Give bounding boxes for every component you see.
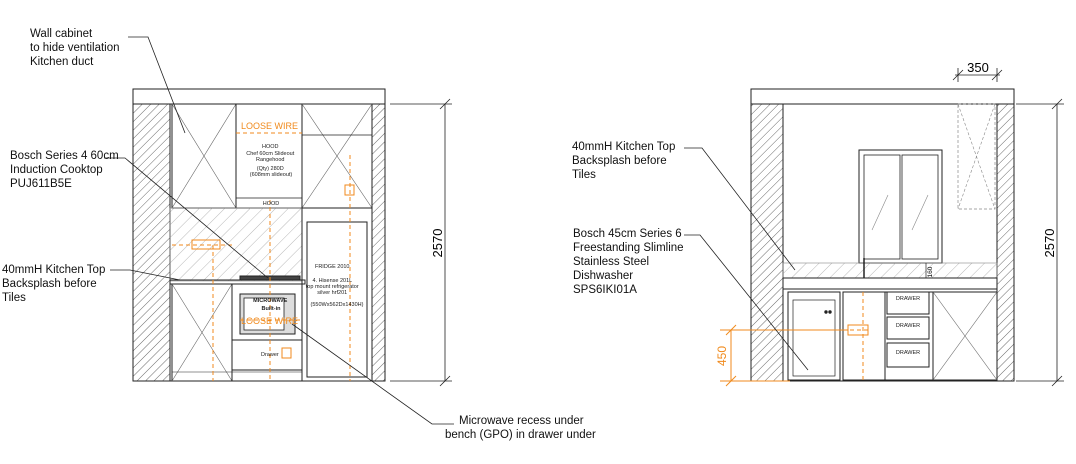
dishwasher-note-line: Dishwasher	[573, 270, 633, 282]
microwave-text-line: MICROWAVE	[253, 298, 287, 304]
hood-text-line: (608mm slideout)	[250, 172, 293, 178]
dishwasher	[787, 291, 841, 381]
window-frame	[858, 149, 943, 264]
gpo-marker-backsplash	[191, 239, 221, 250]
left-side-wall	[132, 103, 171, 382]
hood-text-line: Rangehood	[256, 157, 284, 163]
gpo-marker-fridge	[344, 184, 355, 196]
left-backsplash-note: 40mmH Kitchen Top Backsplash before Tile…	[2, 264, 109, 304]
loose-wire-label-top: LOOSE WIRE	[241, 121, 298, 131]
microwave-recess-note-line: bench (GPO) in drawer under	[445, 429, 596, 441]
microwave-drawer-cabinet	[231, 283, 303, 382]
dishwasher-note-line: Bosch 45cm Series 6	[573, 228, 682, 240]
hood-text-line: (Qty) 280D	[257, 166, 284, 172]
drawer-label: Drawer	[261, 352, 279, 358]
right-height-dimension	[1016, 98, 1064, 387]
left-electrical-markers	[172, 132, 355, 381]
drawer-label-1: DRAWER	[896, 296, 920, 302]
hood-text-line: HOOD	[262, 144, 279, 150]
gpo-height-dim-text: 450	[715, 346, 729, 366]
fridge-text-line: FRIDGE 2010	[315, 264, 350, 270]
corner-cabinet-right	[932, 291, 998, 381]
right-backsplash	[782, 262, 998, 279]
right-leader-lines	[684, 147, 809, 371]
microwave-recess-note-line: Microwave recess under	[459, 415, 584, 427]
dishwasher-note-line: Stainless Steel	[573, 256, 649, 268]
dishwasher-note-line: SPS6IKI01A	[573, 284, 637, 296]
microwave-recess-note: Microwave recess under bench (GPO) in dr…	[445, 415, 596, 441]
width-dimension	[952, 68, 1003, 82]
drawer-2	[886, 316, 930, 340]
microwave-text-line: Built-in	[262, 306, 282, 312]
fridge-text-line: 4. Hisense 201L	[312, 278, 352, 284]
right-ceiling-bulkhead	[750, 88, 1015, 105]
drawer-1	[886, 291, 930, 315]
tall-cabinet-outline	[957, 103, 996, 210]
left-height-dimension	[390, 98, 452, 387]
wall-cabinet-note-line: to hide ventilation	[30, 42, 120, 54]
backsplash-dim-text: 160	[927, 266, 934, 277]
right-height-dim-text: 2570	[1042, 229, 1057, 258]
wall-cabinet-note: Wall cabinet to hide ventilation Kitchen…	[30, 28, 123, 68]
hood-text: HOOD Chef 60cm Slideout Rangehood (Qty) …	[246, 144, 296, 178]
right-elevation	[750, 88, 1015, 382]
fridge-recess	[306, 221, 368, 378]
left-height-dim-text: 2570	[430, 229, 445, 258]
width-dim-text: 350	[967, 60, 989, 75]
sink-cabinet	[842, 291, 886, 381]
drawer-3	[886, 342, 930, 368]
fridge-text-line: (550Wx562Dx1430H)	[311, 302, 364, 308]
left-backsplash-note-line: Backsplash before	[2, 278, 97, 290]
hood-text-line: Chef 60cm Slideout	[246, 151, 294, 157]
drawer-label-2: DRAWER	[896, 323, 920, 329]
left-leader-lines	[104, 36, 454, 425]
gpo-marker-drawer	[281, 347, 292, 359]
fridge-text-line: top mount refrigerator	[306, 284, 359, 290]
right-backsplash-note-line: Backsplash before	[572, 155, 667, 167]
fridge-text-line: silver hrf201	[317, 290, 347, 296]
cooktop-note: Bosch Series 4 60cm Induction Cooktop PU…	[10, 150, 122, 190]
left-backsplash-note-line: 40mmH Kitchen Top	[2, 264, 105, 276]
dishwasher-note-line: Freestanding Slimline	[573, 242, 684, 254]
right-backsplash-note-line: Tiles	[572, 169, 596, 181]
cooktop-note-line: Induction Cooktop	[10, 164, 103, 176]
wall-cabinet-note-line: Kitchen duct	[30, 56, 94, 68]
microwave-text: MICROWAVE Built-in	[253, 298, 289, 312]
left-backsplash-note-line: Tiles	[2, 292, 26, 304]
fridge-text: FRIDGE 2010 4. Hisense 201L top mount re…	[306, 264, 364, 308]
drawer-label-3: DRAWER	[896, 350, 920, 356]
loose-wire-label-microwave: LOOSE WIRE	[241, 316, 298, 326]
right-electrical-markers	[720, 292, 870, 387]
dishwasher-note: Bosch 45cm Series 6 Freestanding Slimlin…	[573, 228, 687, 296]
right-side-wall	[371, 103, 386, 382]
right-right-wall	[996, 103, 1015, 382]
right-backsplash-note-line: 40mmH Kitchen Top	[572, 141, 675, 153]
cooktop-note-line: Bosch Series 4 60cm	[10, 150, 119, 162]
right-left-wall	[750, 103, 784, 382]
wall-cabinet-note-line: Wall cabinet	[30, 28, 93, 40]
right-backsplash-note: 40mmH Kitchen Top Backsplash before Tile…	[572, 141, 679, 181]
hood-bottom-label: HOOD	[263, 201, 280, 207]
cooktop-note-line: PUJ611B5E	[10, 178, 72, 190]
right-benchtop	[782, 277, 998, 290]
